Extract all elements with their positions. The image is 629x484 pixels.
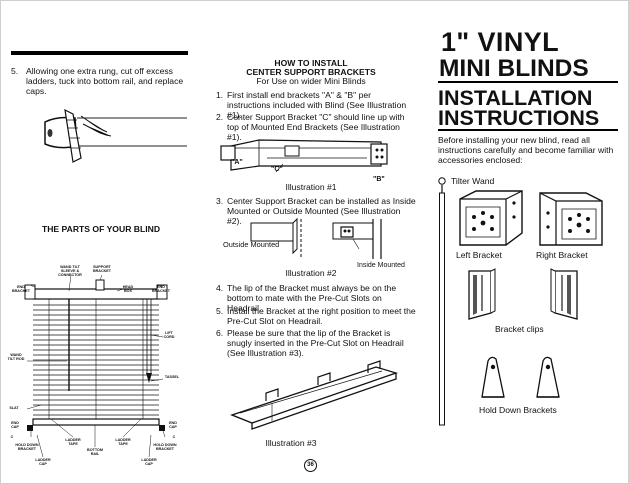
step-1-text: First install end brackets "A" & "B" per… xyxy=(227,90,407,121)
step-4-text: The lip of the Bracket must always be on… xyxy=(227,283,397,314)
label-ladder-tape-left: LADDER TAPE xyxy=(65,438,81,447)
label-end-cap-right: END CAP xyxy=(169,421,177,430)
left-top-rule xyxy=(11,51,188,55)
label-ladder-cap-right: LADDER CAP xyxy=(141,458,157,467)
label-support-bracket: SUPPORT BRACKET xyxy=(92,265,112,274)
ladder-cut-illustration xyxy=(44,108,187,163)
bracket-clip-left-illustration xyxy=(468,268,496,320)
install-title: HOW TO INSTALL xyxy=(274,58,348,68)
tilter-wand-illustration xyxy=(438,177,446,426)
ill1-label-a: "A" xyxy=(231,159,243,166)
ill1-label-c: "C" xyxy=(271,166,283,173)
bracket-clips-label: Bracket clips xyxy=(495,324,544,334)
install-subnote: For Use on wider Mini Blinds xyxy=(256,76,366,86)
left-bracket-label: Left Bracket xyxy=(456,250,502,260)
label-hold-down-left: HOLD DOWN BRACKET xyxy=(15,443,39,452)
title-line-1: 1" VINYL xyxy=(441,27,560,57)
intro-text: Before installing your new blind, read a… xyxy=(438,135,614,166)
right-bracket-illustration xyxy=(539,192,603,246)
step-6: 6. Please be sure that the lip of the Br… xyxy=(216,328,416,359)
illustration-3 xyxy=(230,360,399,430)
label-bottom-rail: BOTTOM RAIL xyxy=(87,448,103,457)
step-6-number: 6. xyxy=(216,328,224,338)
step-4-number: 4. xyxy=(216,283,224,293)
label-ladder-tape-right: LADDER TAPE xyxy=(115,438,131,447)
step-1: 1. First install end brackets "A" & "B" … xyxy=(216,90,416,121)
label-head-box: HEAD BOX xyxy=(122,285,134,294)
heading-line-1: INSTALLATION xyxy=(438,86,593,110)
step-2-text: Center Support Bracket "C" should line u… xyxy=(227,112,405,143)
hold-down-bracket-right-illustration xyxy=(536,356,560,398)
ill2-caption: Illustration #2 xyxy=(285,268,337,278)
title-rule xyxy=(438,81,618,83)
blind-parts-diagram xyxy=(24,274,168,458)
ill3-caption: Illustration #3 xyxy=(265,438,317,448)
step-1-number: 1. xyxy=(216,90,224,100)
label-wand-tilt-rod: WAND TILT ROD xyxy=(7,353,25,362)
ill1-label-b: "B" xyxy=(373,176,385,183)
step-5-install-number: 5. xyxy=(216,306,224,316)
label-tassel: TASSEL xyxy=(164,375,180,379)
label-slat: SLAT xyxy=(9,406,19,410)
label-c-right: C xyxy=(172,435,176,439)
step-2-number: 2. xyxy=(216,112,224,122)
step-3: 3. Center Support Bracket can be install… xyxy=(216,196,416,227)
tilter-wand-label: Tilter Wand xyxy=(451,176,495,186)
label-end-bracket-left: END BRACKET xyxy=(11,285,31,294)
right-bracket-label: Right Bracket xyxy=(536,250,588,260)
step-5-text: Allowing one extra rung, cut off excess … xyxy=(26,66,184,97)
hold-down-brackets-label: Hold Down Brackets xyxy=(479,405,557,415)
label-lift-cord: LIFT CORD xyxy=(163,331,175,340)
label-wand-tilt-sleeve: WAND TILT SLEEVE & CONNECTOR xyxy=(58,265,82,278)
heading-line-2: INSTRUCTIONS xyxy=(438,106,600,130)
step-3-number: 3. xyxy=(216,196,224,206)
step-3-text: Center Support Bracket can be installed … xyxy=(227,196,416,227)
ill2-outside-mounted: Outside Mounted xyxy=(223,240,280,249)
left-bracket-illustration xyxy=(459,190,523,246)
step-5: 5. Allowing one extra rung, cut off exce… xyxy=(11,66,191,97)
page-number: 36 xyxy=(307,462,314,468)
hold-down-bracket-left-illustration xyxy=(481,356,505,398)
install-subtitle: CENTER SUPPORT BRACKETS xyxy=(246,67,376,77)
label-ladder-cap-left: LADDER CAP xyxy=(35,458,51,467)
label-c-left: C xyxy=(10,435,14,439)
parts-title: THE PARTS OF YOUR BLIND xyxy=(41,224,161,234)
step-5-install-text: Install the Bracket at the right positio… xyxy=(227,306,416,327)
step-5-install: 5. Install the Bracket at the right posi… xyxy=(216,306,416,326)
step-2: 2. Center Support Bracket "C" should lin… xyxy=(216,112,416,143)
ill2-inside-mounted: Inside Mounted xyxy=(357,262,405,269)
ill1-caption: Illustration #1 xyxy=(285,182,337,192)
illustration-2 xyxy=(250,217,382,259)
title-line-2: MINI BLINDS xyxy=(439,55,589,82)
illustration-1 xyxy=(220,139,388,173)
page-number-badge xyxy=(304,459,317,472)
label-hold-down-right: HOLD DOWN BRACKET xyxy=(153,443,177,452)
step-5-number: 5. xyxy=(11,66,19,76)
label-end-bracket-right: END BRACKET xyxy=(151,285,171,294)
bracket-clip-right-illustration xyxy=(550,268,578,320)
step-6-text: Please be sure that the lip of the Brack… xyxy=(227,328,404,359)
step-4: 4. The lip of the Bracket must always be… xyxy=(216,283,416,314)
label-end-cap-left: END CAP xyxy=(11,421,19,430)
heading-rule xyxy=(438,129,618,131)
